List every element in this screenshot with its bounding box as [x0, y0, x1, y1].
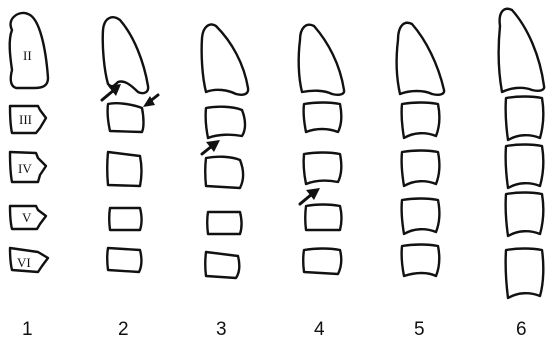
c2-vertebra-V: [109, 208, 141, 230]
stage-1-column: II III IV V VI: [10, 13, 48, 272]
c4-vertebra-IV: [304, 153, 342, 185]
c2-vertebra-III: [108, 103, 144, 132]
c1-label-IV: IV: [18, 161, 32, 176]
c3-vertebra-VI: [205, 252, 239, 278]
c5-vertebra-IV: [402, 151, 440, 187]
stage-5-column: [397, 23, 444, 276]
stage-label-2: 2: [118, 319, 129, 340]
stage-label-3: 3: [216, 319, 227, 340]
stage-6-column: [499, 9, 544, 298]
stage-label-6: 6: [516, 319, 527, 340]
stage-label-4: 4: [314, 319, 325, 340]
stage-3-column: [202, 25, 248, 279]
stage-2-column: [102, 17, 158, 272]
c5-vertebra-II: [397, 23, 444, 95]
c2-arrow-left: [102, 84, 121, 100]
c1-label-VI: VI: [17, 255, 31, 270]
c4-vertebra-V: [305, 205, 341, 231]
c2-vertebra-IV: [107, 152, 141, 186]
c5-vertebra-VI: [402, 245, 440, 277]
c6-vertebra-VI: [506, 249, 544, 299]
stage-4-column: [299, 25, 344, 274]
c4-arrow: [300, 188, 320, 204]
c4-vertebra-VI: [303, 249, 341, 275]
c2-vertebra-II: [103, 17, 148, 93]
stage-label-5: 5: [414, 319, 425, 340]
c4-vertebra-II: [299, 25, 344, 95]
c6-vertebra-III: [506, 97, 544, 141]
c3-vertebra-IV: [205, 157, 243, 188]
c5-vertebra-III: [402, 103, 440, 139]
c4-vertebra-III: [304, 103, 342, 133]
c1-label-II: II: [23, 48, 32, 63]
c2-vertebra-VI: [107, 248, 141, 272]
c3-arrow: [202, 140, 220, 154]
c1-label-III: III: [19, 112, 32, 127]
c6-vertebra-II: [499, 9, 544, 92]
c6-vertebra-IV: [506, 145, 544, 189]
c2-arrow-right: [143, 95, 158, 107]
c3-vertebra-III: [206, 107, 245, 138]
c5-vertebra-V: [402, 199, 440, 235]
c6-vertebra-V: [506, 193, 544, 237]
c3-vertebra-V: [207, 212, 241, 234]
c3-vertebra-II: [202, 25, 248, 95]
stage-label-1: 1: [22, 319, 33, 340]
c1-label-V: V: [22, 210, 32, 225]
